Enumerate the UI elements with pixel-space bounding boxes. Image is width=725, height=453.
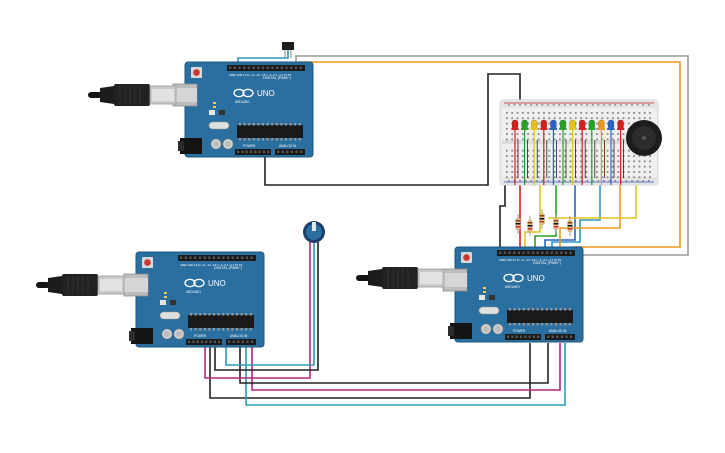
wire-pot-teal[interactable] — [225, 242, 315, 366]
resistor[interactable] — [527, 216, 533, 236]
analog-header-label: ANALOG IN — [549, 329, 567, 333]
led[interactable] — [578, 119, 586, 130]
resistor[interactable] — [553, 214, 559, 234]
resistor[interactable] — [515, 214, 521, 234]
pin-numbers: AREF GND 13 12 ~11 ~10 ~9 8 7 ~6 ~5 4 ~3… — [229, 73, 292, 77]
power-header-label: POWER — [243, 144, 256, 148]
resistor[interactable] — [567, 216, 573, 236]
arduino-board-right[interactable]: DIGITAL (PWM~)AREF GND 13 12 ~11 ~10 ~9 … — [442, 246, 584, 343]
led[interactable] — [597, 119, 605, 130]
led[interactable] — [617, 119, 625, 130]
analog-header-label: ANALOG IN — [230, 334, 248, 338]
wire-led-teal[interactable] — [551, 185, 601, 262]
wire-led-yellow2[interactable] — [548, 185, 637, 219]
arduino-logo — [184, 278, 205, 288]
wire-black-top[interactable] — [264, 73, 521, 186]
led-legs — [514, 130, 624, 185]
usb-cable-top[interactable] — [88, 84, 177, 106]
board-brand-label: ARDUINO — [186, 290, 201, 294]
potentiometer[interactable] — [303, 221, 325, 243]
led[interactable] — [540, 119, 548, 130]
wire-gray-top[interactable] — [295, 55, 689, 256]
analog-header-label: ANALOG IN — [279, 144, 297, 148]
usb-cable-right[interactable] — [356, 267, 445, 289]
arduino-logo — [503, 273, 524, 283]
digital-header-label: DIGITAL (PWM~) — [263, 76, 291, 80]
wire-black-bottom-1[interactable] — [209, 343, 531, 399]
arduino-board-left[interactable]: DIGITAL (PWM~)AREF GND 13 12 ~11 ~10 ~9 … — [123, 251, 265, 348]
led[interactable] — [521, 119, 529, 130]
pin-numbers: AREF GND 13 12 ~11 ~10 ~9 8 7 ~6 ~5 4 ~3… — [499, 258, 562, 262]
led-row — [511, 119, 625, 130]
board-model-label: UNO — [257, 89, 275, 98]
wire-led-black[interactable] — [499, 185, 506, 262]
usb-cable-left[interactable] — [36, 274, 125, 296]
resistor[interactable] — [539, 209, 545, 229]
arduino-board-top[interactable]: DIGITAL (PWM~)AREF GND 13 12 ~11 ~10 ~9 … — [172, 61, 314, 158]
led[interactable] — [530, 119, 538, 130]
wire-teal-bottom[interactable] — [245, 343, 566, 406]
led[interactable] — [511, 119, 519, 130]
digital-header-label: DIGITAL (PWM~) — [214, 266, 242, 270]
power-header-label: POWER — [194, 334, 207, 338]
pin-numbers: AREF GND 13 12 ~11 ~10 ~9 8 7 ~6 ~5 4 ~3… — [180, 263, 243, 267]
resistor-group — [515, 209, 573, 236]
board-model-label: UNO — [208, 279, 226, 288]
wire-magenta-bottom[interactable] — [251, 343, 561, 391]
wire-led-orange[interactable] — [559, 185, 621, 262]
digital-header-label: DIGITAL (PWM~) — [533, 261, 561, 265]
led[interactable] — [588, 119, 596, 130]
wire-black-bottom-2[interactable] — [239, 343, 549, 384]
led[interactable] — [569, 119, 577, 130]
board-brand-label: ARDUINO — [235, 100, 250, 104]
arduino-logo — [233, 88, 254, 98]
led[interactable] — [559, 119, 567, 130]
power-header-label: POWER — [513, 329, 526, 333]
wire-pot-black[interactable] — [214, 242, 319, 371]
piezo-buzzer[interactable] — [626, 120, 662, 156]
wire-pot-magenta[interactable] — [204, 242, 311, 379]
breadboard-holes — [506, 104, 651, 182]
led[interactable] — [549, 119, 557, 130]
board-brand-label: ARDUINO — [505, 285, 520, 289]
sensor-component[interactable] — [282, 42, 294, 58]
board-model-label: UNO — [527, 274, 545, 283]
led[interactable] — [607, 119, 615, 130]
